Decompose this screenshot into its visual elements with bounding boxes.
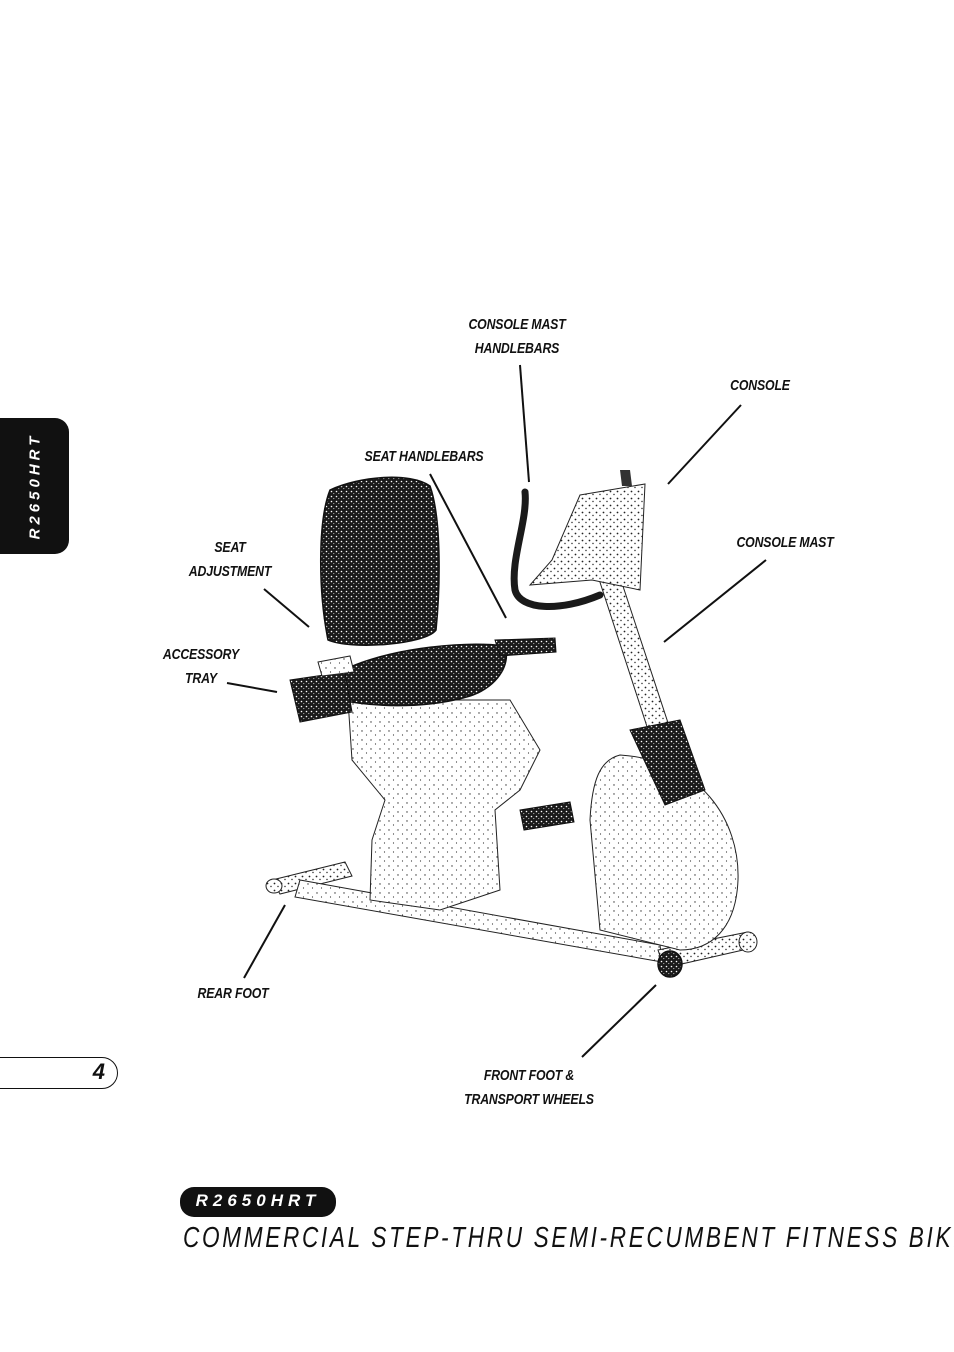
seat-cushion-part bbox=[339, 637, 557, 707]
label-rear-foot: REAR FOOT bbox=[197, 985, 269, 1002]
label-seat-adjustment: SEAT ADJUSTMENT bbox=[188, 539, 272, 580]
label-accessory-tray: ACCESSORY TRAY bbox=[162, 646, 240, 687]
label-front-foot-transport-wheels: FRONT FOOT & TRANSPORT WHEELS bbox=[464, 1067, 594, 1108]
rear-foot-part bbox=[265, 861, 353, 895]
accessory-tray-part bbox=[289, 655, 355, 723]
label-console-mast-handlebars: CONSOLE MAST HANDLEBARS bbox=[468, 316, 566, 357]
callout-line-front-foot bbox=[581, 984, 657, 1058]
page-number-tab: 4 bbox=[0, 1057, 118, 1089]
pedal-part bbox=[519, 801, 575, 831]
page-number: 4 bbox=[92, 1059, 105, 1084]
model-badge: R2650HRT bbox=[180, 1187, 336, 1217]
callout-line-console-mast bbox=[663, 559, 767, 643]
console-mast-part bbox=[595, 564, 706, 806]
callout-line-accessory-tray bbox=[226, 682, 278, 693]
callout-lines bbox=[226, 364, 767, 1058]
console-part bbox=[528, 470, 646, 591]
callout-line-console bbox=[667, 404, 742, 485]
front-foot-part bbox=[657, 931, 758, 978]
callout-line-seat-adjustment bbox=[263, 588, 310, 628]
product-title: COMMERCIAL STEP-THRU SEMI-RECUMBENT FITN… bbox=[183, 1222, 954, 1254]
console-mast-handlebars-part bbox=[510, 488, 604, 610]
model-badge-label: R2650HRT bbox=[195, 1191, 321, 1210]
callout-line-rear-foot bbox=[243, 904, 286, 979]
label-seat-handlebars: SEAT HANDLEBARS bbox=[364, 448, 484, 465]
callout-line-console-mast-handlebars bbox=[519, 364, 530, 483]
side-model-tab: R2650HRT bbox=[0, 418, 69, 554]
seat-frame bbox=[347, 699, 541, 911]
callout-line-seat-handlebars bbox=[429, 473, 507, 619]
label-console-mast: CONSOLE MAST bbox=[736, 534, 834, 551]
seat-back-part bbox=[319, 476, 440, 646]
label-console: CONSOLE bbox=[730, 377, 790, 394]
